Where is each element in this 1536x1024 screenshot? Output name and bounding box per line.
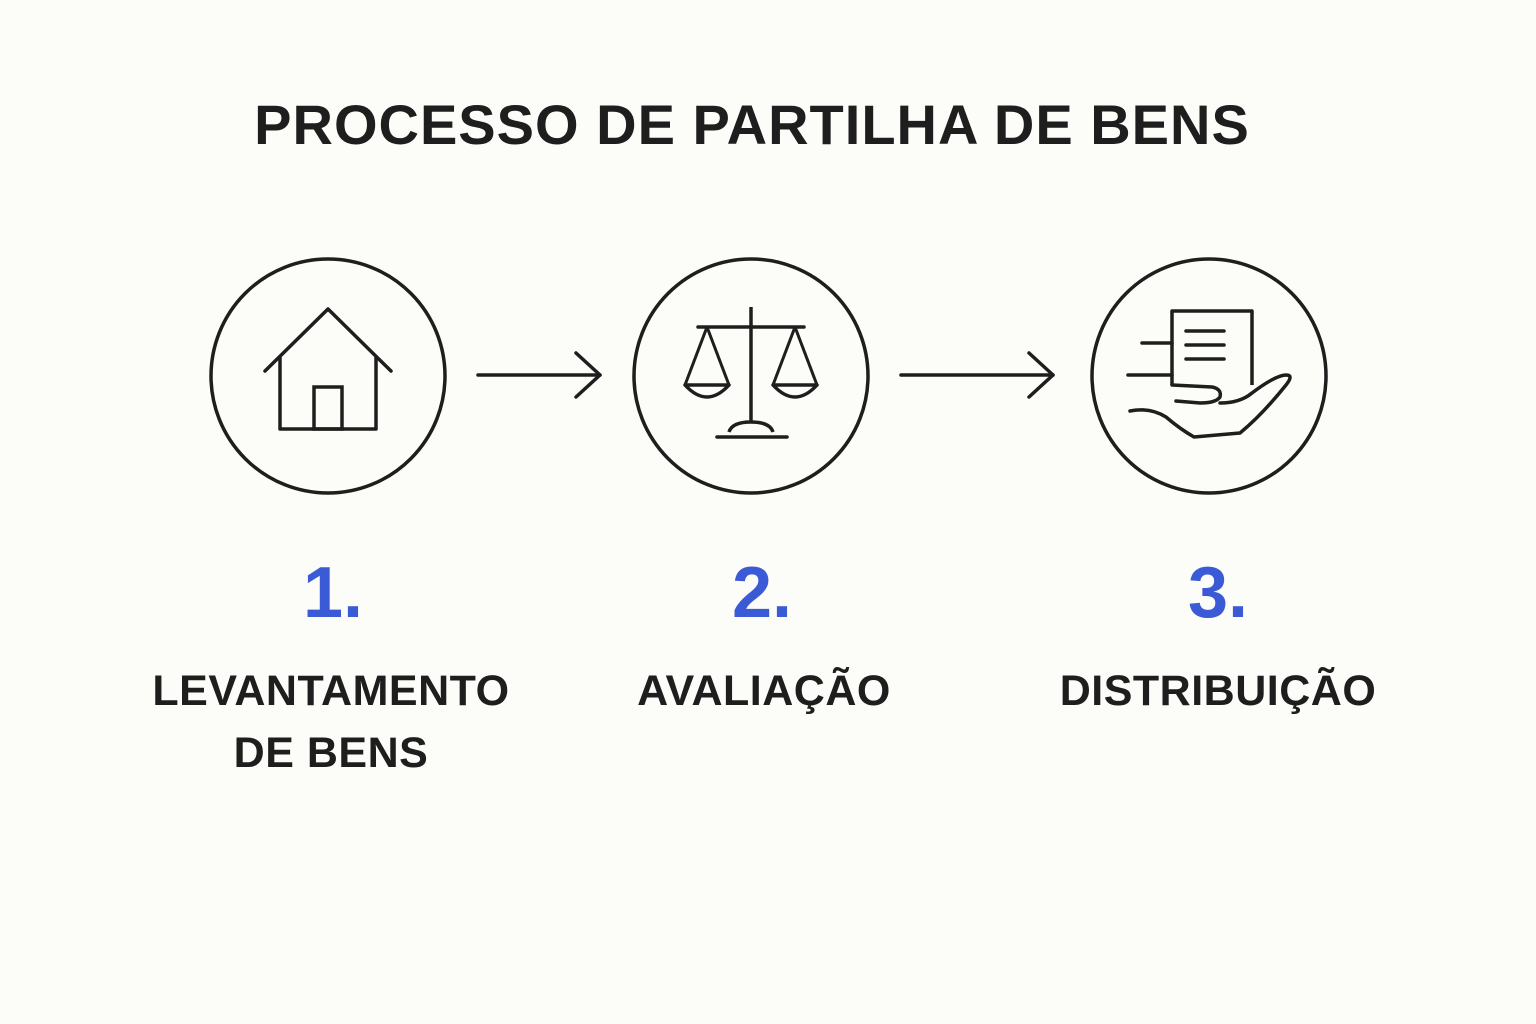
scales-icon xyxy=(632,257,870,495)
step-2-label: AVALIAÇÃO xyxy=(554,660,974,722)
house-icon xyxy=(209,257,447,495)
hand-document-icon xyxy=(1090,257,1328,495)
step-3-number: 3. xyxy=(1187,553,1249,633)
step-1-number: 1. xyxy=(302,553,364,633)
step-2-label-line1: AVALIAÇÃO xyxy=(637,667,891,715)
step-3-label-line1: DISTRIBUIÇÃO xyxy=(1059,667,1377,715)
diagram-title: PROCESSO DE PARTILHA DE BENS xyxy=(254,93,1250,156)
arrow-right-icon xyxy=(476,351,602,399)
step-1-label: LEVANTAMENTO DE BENS xyxy=(121,660,541,784)
step-1-icon-circle xyxy=(209,257,447,495)
arrow-right-icon xyxy=(899,351,1055,399)
step-1-label-line1: LEVANTAMENTO xyxy=(152,667,510,715)
step-1-label-line2: DE BENS xyxy=(233,729,429,777)
step-2-icon-circle xyxy=(632,257,870,495)
step-3-label: DISTRIBUIÇÃO xyxy=(1008,660,1428,722)
step-3-icon-circle xyxy=(1090,257,1328,495)
step-2-number: 2. xyxy=(731,553,793,633)
